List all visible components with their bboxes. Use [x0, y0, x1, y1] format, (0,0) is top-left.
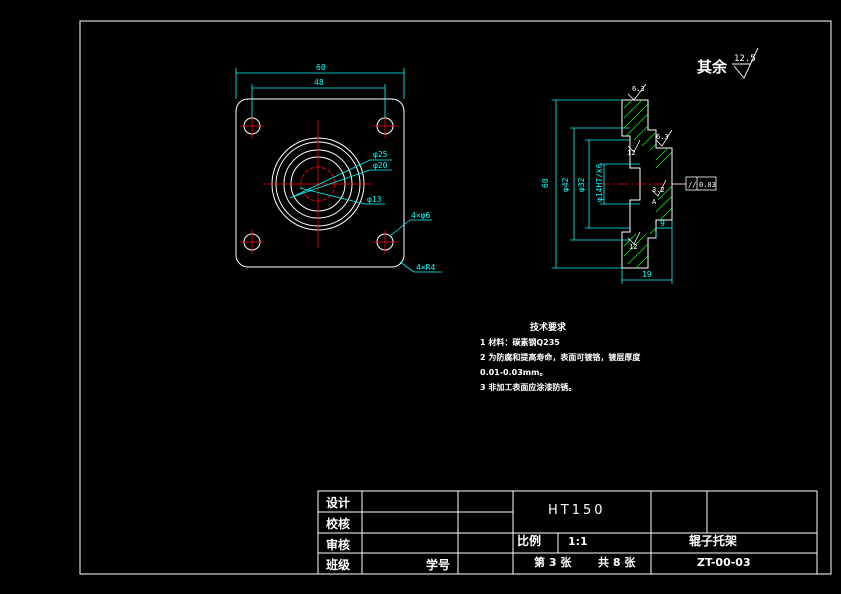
step-width-label: 9	[660, 219, 665, 228]
section-view: 60 φ42 φ32 φ14H7/k6 19 9 6.3 12 6.3 3.2 …	[541, 83, 717, 284]
tech-line-2: 2 为防腐和提高寿命，表面可镀铬，镀层厚度	[480, 352, 641, 362]
section-height-dims	[552, 99, 673, 284]
rough-top-label: 6.3	[632, 85, 645, 93]
rough-bore-label: 3.2	[652, 186, 665, 194]
part-name-label: 辊子托架	[689, 533, 737, 548]
dia32-label: φ32	[577, 177, 586, 192]
hole-spacing-label: 48	[314, 78, 324, 87]
rough-bottom-label: 12	[629, 243, 637, 251]
tech-line-1: 1 材料：碳素钢Q235	[480, 337, 560, 347]
corners-label: 4×R4	[416, 263, 435, 272]
sheet-label: 第 3 张	[534, 555, 572, 569]
tolerance-frame	[672, 176, 717, 191]
class-label: 班级	[326, 557, 350, 572]
tolerance-symbol: //	[688, 181, 696, 189]
holes-label: 4×φ6	[411, 211, 430, 220]
section-hatch	[623, 99, 673, 269]
section-outline	[621, 99, 673, 269]
rough-mid-label: 12	[627, 149, 635, 157]
roughness-note-label: 其余	[697, 58, 728, 76]
check-label: 校核	[326, 516, 350, 531]
scale-value: 1:1	[568, 535, 588, 548]
front-view: φ25 φ20 φ13 4×φ6 4×R4 60 48	[235, 63, 442, 273]
material-label: HT150	[548, 503, 606, 518]
tolerance-value: 0.03	[699, 181, 716, 189]
dia25-label: φ25	[373, 150, 388, 159]
review-label: 审核	[326, 537, 350, 552]
section-width-label: 19	[642, 270, 652, 279]
drawing-no-label: ZT-00-03	[697, 556, 751, 569]
scale-label: 比例	[517, 533, 541, 548]
bore-fit-label: φ14H7/k6	[595, 163, 604, 202]
roughness-check-icon	[733, 47, 759, 79]
tech-line-4: 3 非加工表面应涂漆防锈。	[480, 382, 576, 392]
roughness-note: 其余 12.5	[697, 47, 759, 79]
title-block: 设计 校核 审核 班级 学号 HT150 比例 1:1 第 3 张 共 8 张 …	[317, 490, 818, 575]
design-label: 设计	[326, 495, 350, 510]
student-no-label: 学号	[426, 557, 450, 572]
tech-title: 技术要求	[530, 321, 567, 333]
datum-label: A	[652, 198, 657, 206]
total-label: 共 8 张	[598, 555, 636, 569]
rough-right-label: 6.3	[656, 133, 669, 141]
width-dimension	[235, 68, 405, 118]
overall-width-label: 60	[316, 63, 326, 72]
dia20-label: φ20	[373, 161, 388, 170]
section-height-label: 60	[541, 178, 550, 188]
dia42-label: φ42	[561, 177, 570, 192]
tech-line-3: 0.01-0.03mm。	[480, 368, 547, 377]
dia13-label: φ13	[367, 195, 382, 204]
roughness-symbols	[627, 83, 673, 245]
plate-outline	[235, 98, 405, 268]
diameter-leaders	[289, 159, 442, 273]
tech-requirements: 技术要求 1 材料：碳素钢Q235 2 为防腐和提高寿命，表面可镀铬，镀层厚度 …	[480, 321, 641, 392]
roughness-note-value: 12.5	[734, 54, 756, 64]
